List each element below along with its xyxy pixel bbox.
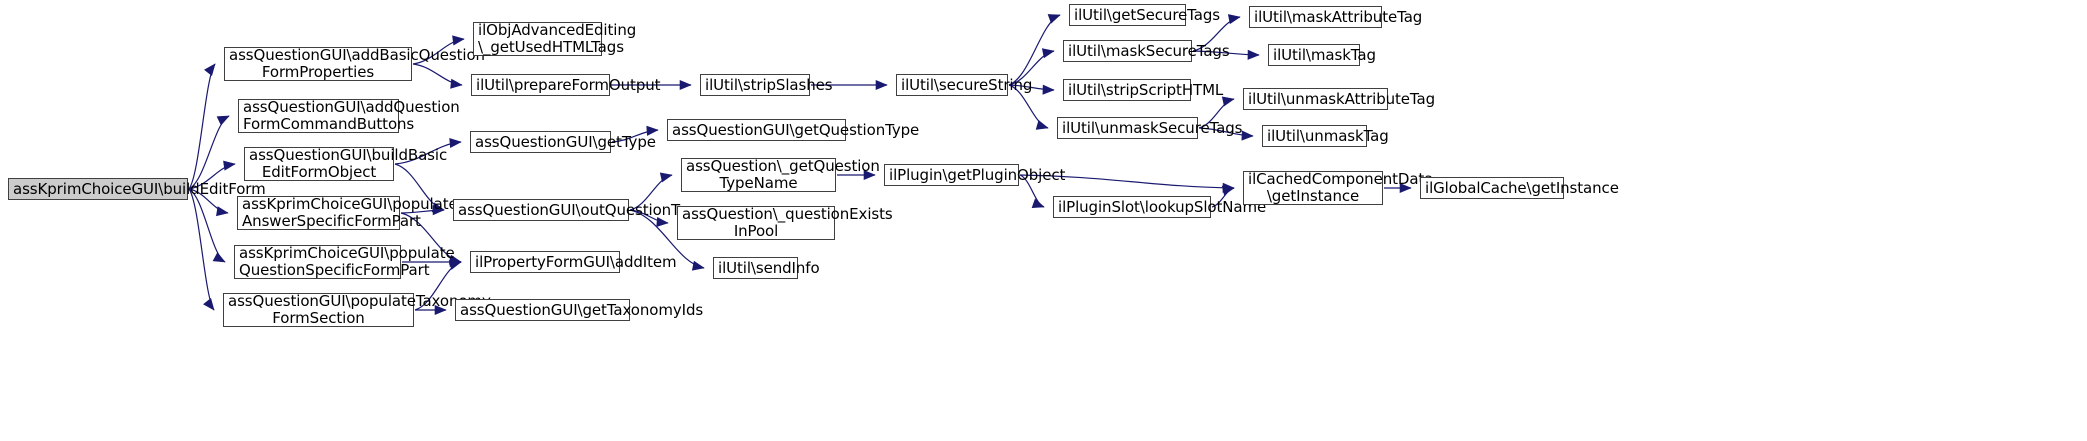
graph-node[interactable]: ilGlobalCache\getInstance [1420,177,1619,199]
graph-edge [188,115,230,190]
graph-node-label: ilObjAdvancedEditing \_getUsedHTMLTags [478,21,637,56]
graph-node[interactable]: assQuestionGUI\populateTaxonomy FormSect… [223,292,491,327]
graph-edge-arrowhead [656,216,669,228]
graph-node-label: assQuestionGUI\addBasicQuestion FormProp… [229,46,485,81]
graph-node[interactable]: ilUtil\sendInfo [713,257,820,279]
graph-edge-arrowhead [1042,84,1055,95]
graph-edge-arrowhead [679,79,692,91]
graph-node[interactable]: assQuestionGUI\getType [470,131,656,153]
graph-node[interactable]: ilCachedComponentData \getInstance [1243,170,1434,205]
graph-node-label: ilUtil\prepareFormOutput [476,75,661,94]
graph-edge-arrowhead [1047,14,1061,24]
graph-node[interactable]: ilPluginSlot\lookupSlotName [1053,196,1267,218]
graph-node-label: ilUtil\stripScriptHTML [1068,80,1224,99]
graph-edge [188,188,226,263]
graph-node-label: assQuestionGUI\addQuestion FormCommandBu… [243,98,460,133]
graph-node-label: assQuestionGUI\getQuestionType [672,120,920,139]
graph-node-label: ilUtil\unmaskTag [1267,126,1389,145]
graph-node[interactable]: ilUtil\getSecureTags [1069,4,1220,26]
graph-node[interactable]: ilUtil\prepareFormOutput [471,74,661,96]
graph-node[interactable]: ilUtil\unmaskTag [1262,125,1389,147]
graph-edge-arrowhead [1221,185,1235,196]
graph-node[interactable]: assKprimChoiceGUI\buildEditForm [8,178,266,200]
graph-node[interactable]: assQuestionGUI\addBasicQuestion FormProp… [224,46,485,81]
graph-node[interactable]: assKprimChoiceGUI\populate AnswerSpecifi… [237,195,458,230]
graph-node[interactable]: ilUtil\unmaskAttributeTag [1243,88,1436,110]
graph-node-label: ilUtil\maskTag [1273,45,1376,64]
graph-node-label: ilUtil\maskAttributeTag [1254,7,1423,26]
graph-node[interactable]: assQuestionGUI\outQuestionType [453,199,706,221]
graph-edge-arrowhead [1227,14,1241,25]
graph-edge [412,63,463,86]
graph-edge-arrowhead [212,252,226,263]
graph-node[interactable]: assQuestionGUI\buildBasic EditFormObject [244,146,448,181]
graph-edge [1008,14,1061,86]
graph-edge-arrowhead [691,260,705,271]
graph-node-label: assKprimChoiceGUI\buildEditForm [13,179,266,198]
graph-node[interactable]: ilUtil\maskSecureTags [1063,40,1230,62]
graph-edge-arrowhead [1247,49,1260,60]
graph-edge-arrowhead [449,137,462,149]
graph-node-label: ilUtil\maskSecureTags [1068,41,1230,60]
graph-node-label: ilPropertyFormGUI\addItem [475,252,677,271]
graph-node[interactable]: ilUtil\unmaskSecureTags [1057,117,1243,139]
graph-edge-arrowhead [450,78,463,89]
graph-node[interactable]: assKprimChoiceGUI\populate QuestionSpeci… [234,244,455,279]
graph-node[interactable]: ilUtil\secureString [896,74,1033,96]
graph-edge-arrowhead [1041,48,1055,59]
graph-node-label: assKprimChoiceGUI\populate AnswerSpecifi… [242,195,458,230]
graph-node-label: ilUtil\getSecureTags [1074,5,1220,24]
graph-node-label: ilGlobalCache\getInstance [1425,178,1619,197]
graph-node-label: assQuestion\_questionExists InPool [682,205,893,240]
graph-node-label: ilUtil\stripSlashes [705,75,833,94]
graph-node[interactable]: ilUtil\stripSlashes [700,74,833,96]
graph-edge-arrowhead [203,297,215,311]
graph-node-label: assQuestionGUI\populateTaxonomy FormSect… [228,292,491,327]
graph-node[interactable]: assQuestion\_getQuestion TypeName [681,157,880,192]
graph-node[interactable]: ilUtil\stripScriptHTML [1063,79,1224,101]
graph-node-label: ilCachedComponentData \getInstance [1248,170,1434,205]
graph-edge [188,63,216,190]
graph-node[interactable]: ilPropertyFormGUI\addItem [470,251,677,273]
graph-edge-arrowhead [204,63,216,76]
graph-node[interactable]: assQuestionGUI\getTaxonomyIds [455,299,704,321]
graph-edge-arrowhead [659,172,673,183]
graph-node-label: ilUtil\unmaskAttributeTag [1248,89,1436,108]
graph-node-label: assQuestionGUI\outQuestionType [458,200,706,219]
graph-edge-arrowhead [216,206,229,217]
graph-edge-arrowhead [1031,198,1045,209]
graph-node-label: ilPlugin\getPluginObject [889,165,1066,184]
graph-edge-arrowhead [223,160,236,171]
graph-node[interactable]: assQuestion\_questionExists InPool [677,205,893,240]
graph-edge-arrowhead [216,115,230,126]
graph-edge-arrowhead [1221,96,1235,107]
graph-edge-arrowhead [1222,182,1235,193]
graph-node-label: ilUtil\sendInfo [718,258,820,277]
graph-node[interactable]: ilPlugin\getPluginObject [884,164,1066,186]
graph-edge-arrowhead [1241,130,1254,141]
graph-edge-arrowhead [875,79,888,91]
graph-node[interactable]: assQuestionGUI\addQuestion FormCommandBu… [238,98,460,133]
graph-edge-arrowhead [452,35,465,46]
graph-node[interactable]: ilUtil\maskAttributeTag [1249,6,1423,28]
graph-node[interactable]: assQuestionGUI\getQuestionType [667,119,920,141]
graph-edge-arrowhead [1035,120,1049,130]
graph-edge [188,188,215,311]
graph-node-label: ilUtil\unmaskSecureTags [1062,118,1243,137]
graph-node-label: assQuestion\_getQuestion TypeName [686,157,880,192]
graph-node-label: ilUtil\secureString [901,75,1033,94]
graph-node-label: assQuestionGUI\buildBasic EditFormObject [249,146,448,181]
graph-node-label: assQuestionGUI\getTaxonomyIds [460,300,704,319]
graph-node-label: assQuestionGUI\getType [475,132,656,151]
graph-node[interactable]: ilUtil\maskTag [1268,44,1376,66]
graph-node[interactable]: ilObjAdvancedEditing \_getUsedHTMLTags [473,21,637,56]
graph-node-label: ilPluginSlot\lookupSlotName [1058,197,1267,216]
graph-node-label: assKprimChoiceGUI\populate QuestionSpeci… [239,244,455,279]
